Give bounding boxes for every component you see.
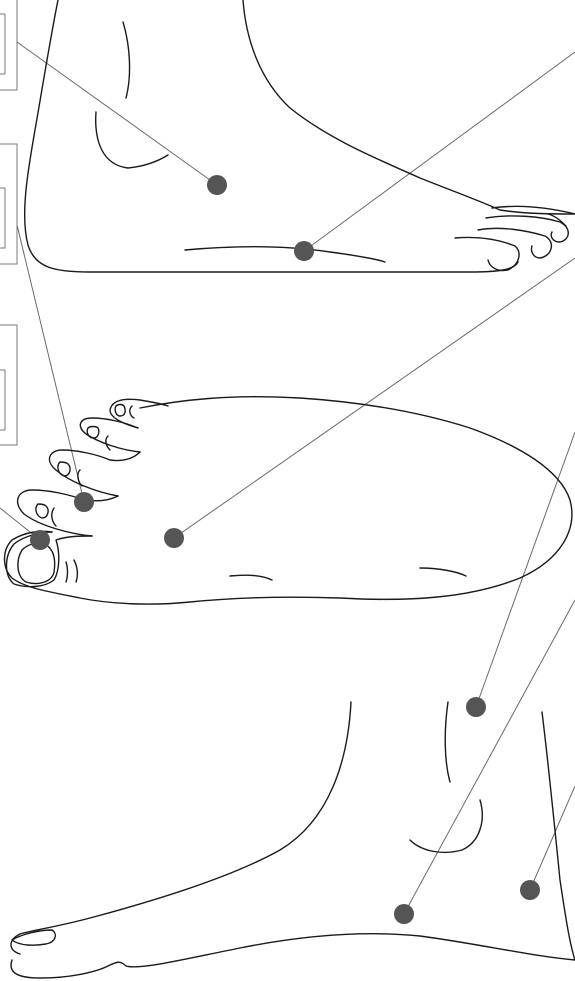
sole-toe-crease-c [106,436,110,450]
foot-lateral-side-view [11,702,575,978]
lateral-toe-nail [12,930,55,945]
point-big-toe [30,530,50,550]
sole-toe-2 [18,490,118,536]
foot-medial-side-view [25,0,575,272]
label-boxes [0,0,17,445]
medial-arch-line [185,247,385,262]
sole-big-toe-nail [18,543,55,583]
label-box-middle-notch [0,188,5,248]
lateral-ankle-bone [445,702,450,782]
lateral-sole-edge [11,934,575,978]
point-sole-center [164,528,184,548]
point-lateral-midfoot [520,880,540,900]
medial-achilles-crease [123,22,130,98]
reflex-points [30,175,540,924]
point-second-toe [74,492,94,512]
sole-toe-3 [49,450,140,496]
point-lateral-ankle [466,697,486,717]
label-box-bottom-notch [0,370,5,430]
sole-ball-crease-a [66,562,68,582]
medial-leg-front [25,0,518,272]
medial-leg-back [243,0,575,214]
point-medial-arch [294,241,314,261]
sole-toe-5 [110,399,168,428]
leader-line-lateral-heel [404,600,575,914]
sole-toe-pad-3 [58,462,70,476]
sole-toe-pad-2 [36,504,48,518]
medial-ankle-bone [96,112,168,168]
leader-line-medial-arch [304,52,575,251]
lateral-leg-back [542,712,575,960]
leader-line-second-toe [17,225,84,502]
sole-toe-crease-a [52,508,56,526]
medial-big-toe [455,237,519,270]
lateral-heel-curve [410,800,482,852]
point-instep [207,175,227,195]
label-box-top-notch [0,14,5,74]
leader-line-lateral-ankle [476,432,575,707]
sole-toe-pad-5 [115,405,125,417]
leader-line-sole-center [174,258,575,538]
sole-toe-crease-d [130,406,134,418]
lateral-leg-front [11,702,351,954]
sole-arch-crease [230,575,272,580]
sole-toe-pad-4 [87,427,99,439]
medial-toe-2 [478,228,551,258]
leader-lines [0,42,575,914]
point-lateral-heel [394,904,414,924]
sole-heel-crease [420,568,466,576]
sole-toe-4 [80,418,140,452]
sole-ball-crease-b [74,560,77,582]
